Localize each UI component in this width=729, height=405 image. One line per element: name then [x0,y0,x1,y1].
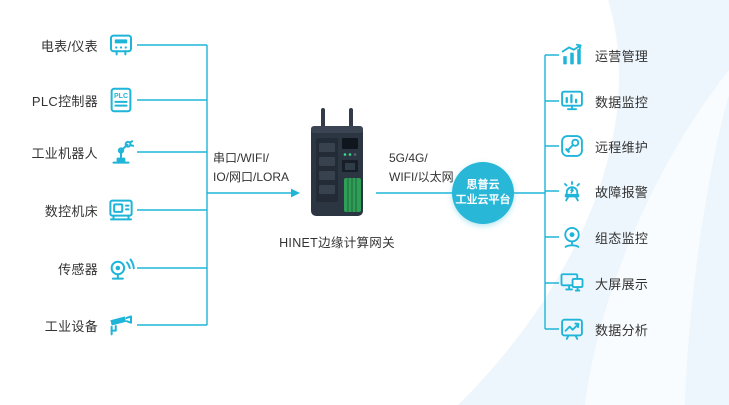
list-item: PLC控制器 PLC [18,85,136,115]
industrial-robot-icon [106,137,136,167]
left-link-label: 串口/WIFI/ IO/网口/LORA [213,149,289,187]
industrial-camera-icon [106,310,136,340]
list-item: 运营管理 [558,40,648,70]
cloud-name: 思普云 [466,179,500,191]
data-monitor-icon [558,87,586,115]
device-label: 电表/仪表 [40,38,98,54]
function-label: 故障报警 [595,184,649,200]
list-item: 大屏展示 [558,268,648,298]
data-analysis-icon [558,315,586,343]
list-item: 工业设备 [18,310,136,340]
gateway-device-icon [311,108,363,216]
electric-meter-icon [106,30,136,60]
left-link-line1: 串口/WIFI/ [213,151,269,165]
function-label: 数据监控 [595,94,649,110]
cloud-subtitle: 工业云平台 [455,194,511,206]
list-item: 数据监控 [558,86,648,116]
arrowhead-icon [291,188,300,198]
operations-chart-icon [558,41,586,69]
list-item: 数据分析 [558,314,648,344]
function-label: 运营管理 [595,48,649,64]
remote-maintenance-icon [558,132,586,160]
list-item: 传感器 [18,253,136,283]
sensor-icon [106,253,136,283]
device-label: 工业机器人 [31,145,98,161]
right-link-line2: WIFI/以太网 [389,170,454,184]
cloud-platform-node: 思普云 工业云平台 [452,162,514,224]
gateway-label: HINET边缘计算网关 [279,236,395,250]
list-item: 电表/仪表 [18,30,136,60]
edge-gateway-device [299,104,375,222]
list-item: 组态监控 [558,222,648,252]
plc-controller-icon: PLC [106,85,136,115]
list-item: 故障报警 [558,176,648,206]
device-label: 传感器 [58,261,98,277]
svg-text:PLC: PLC [114,93,128,100]
left-link-line2: IO/网口/LORA [213,170,290,184]
device-label: 工业设备 [44,318,98,334]
function-label: 组态监控 [595,230,649,246]
list-item: 工业机器人 [18,137,136,167]
right-link-label: 5G/4G/ WIFI/以太网 [389,149,454,187]
right-link-line1: 5G/4G/ [389,151,428,165]
function-label: 大屏展示 [595,276,649,292]
device-label: PLC控制器 [31,93,98,109]
function-label: 数据分析 [595,322,649,338]
list-item: 远程维护 [558,131,648,161]
device-label: 数控机床 [44,203,98,219]
scada-monitor-icon [558,223,586,251]
list-item: 数控机床 [18,195,136,225]
fault-alarm-icon [558,177,586,205]
cnc-machine-icon [106,195,136,225]
big-screen-icon [558,269,586,297]
function-label: 远程维护 [595,139,649,155]
